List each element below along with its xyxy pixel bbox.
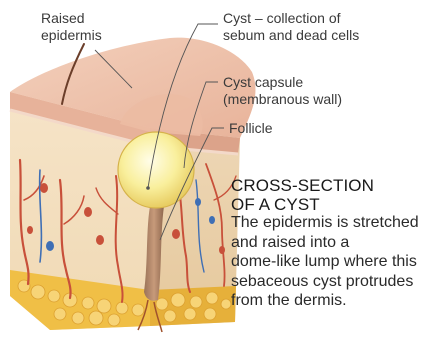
label-cyst-capsule: Cyst capsule (membranous wall) (223, 74, 342, 108)
skin-block (10, 38, 255, 332)
label-raised-epidermis: Raised epidermis (41, 10, 102, 44)
label-follicle: Follicle (229, 120, 273, 137)
diagram-title: CROSS-SECTION OF A CYST (231, 176, 374, 214)
leader-dot-cyst (146, 186, 150, 190)
label-cyst: Cyst – collection of sebum and dead cell… (223, 10, 359, 44)
diagram-caption: The epidermis is stretched and raised in… (231, 213, 419, 311)
